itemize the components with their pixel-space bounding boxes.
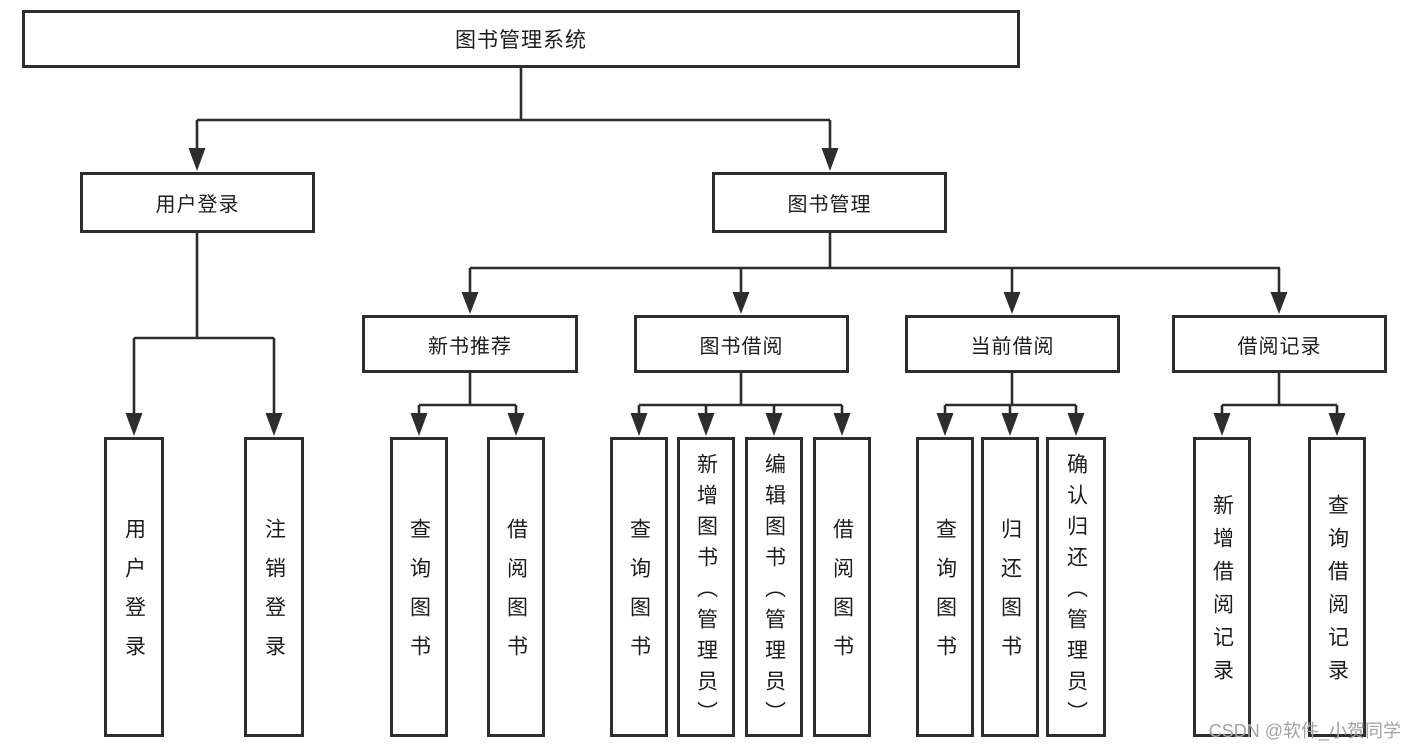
leaf-cb-confirm-return-admin: 确认归还（管理员）: [1046, 437, 1106, 737]
node-library-system-label: 图书管理系统: [455, 29, 587, 52]
leaf-cb-query-books: 查询图书: [916, 437, 974, 737]
node-book-management: 图书管理: [712, 172, 947, 233]
node-borrow-records-label: 借阅记录: [1237, 335, 1322, 358]
node-current-borrow-label: 当前借阅: [970, 335, 1055, 358]
leaf-bb-edit-books-admin: 编辑图书（管理员）: [745, 437, 803, 737]
node-library-system: 图书管理系统: [22, 10, 1020, 68]
leaf-user-login: 用户登录: [104, 437, 164, 737]
node-new-book-recommend-label: 新书推荐: [428, 335, 512, 358]
node-new-book-recommend: 新书推荐: [362, 315, 578, 373]
leaf-bb-edit-books-admin-label: 编辑图书（管理员）: [762, 452, 786, 732]
leaf-nb-query-books: 查询图书: [390, 437, 448, 737]
leaf-cb-return-books: 归还图书: [981, 437, 1039, 737]
leaf-cb-return-books-label: 归还图书: [998, 518, 1022, 674]
leaf-bb-add-books-admin: 新增图书（管理员）: [677, 437, 735, 737]
leaf-cb-confirm-return-admin-label: 确认归还（管理员）: [1064, 452, 1088, 732]
leaf-br-query-record-label: 查询借阅记录: [1325, 494, 1349, 692]
node-borrow-records: 借阅记录: [1172, 315, 1387, 373]
leaf-cb-query-books-label: 查询图书: [933, 518, 957, 674]
node-book-borrow: 图书借阅: [634, 315, 849, 373]
leaf-nb-borrow-books: 借阅图书: [487, 437, 545, 737]
leaf-user-login-label: 用户登录: [122, 518, 146, 674]
node-current-borrow: 当前借阅: [905, 315, 1120, 373]
csdn-watermark: CSDN @软件_小贺同学: [1208, 721, 1401, 741]
node-user-login-label: 用户登录: [155, 194, 240, 216]
leaf-bb-add-books-admin-label: 新增图书（管理员）: [694, 452, 718, 732]
leaf-bb-query-books-label: 查询图书: [627, 518, 651, 674]
leaf-br-query-record: 查询借阅记录: [1308, 437, 1366, 737]
leaf-nb-borrow-books-label: 借阅图书: [504, 518, 528, 674]
leaf-nb-query-books-label: 查询图书: [407, 518, 431, 674]
leaf-logout: 注销登录: [244, 437, 304, 737]
leaf-br-add-record-label: 新增借阅记录: [1210, 494, 1234, 692]
node-book-management-label: 图书管理: [787, 194, 872, 216]
node-user-login: 用户登录: [80, 172, 315, 233]
node-book-borrow-label: 图书借阅: [699, 335, 784, 358]
leaf-logout-label: 注销登录: [262, 518, 286, 674]
leaf-bb-query-books: 查询图书: [610, 437, 668, 737]
leaf-bb-borrow-books: 借阅图书: [813, 437, 871, 737]
leaf-bb-borrow-books-label: 借阅图书: [830, 518, 854, 674]
leaf-br-add-record: 新增借阅记录: [1193, 437, 1251, 737]
